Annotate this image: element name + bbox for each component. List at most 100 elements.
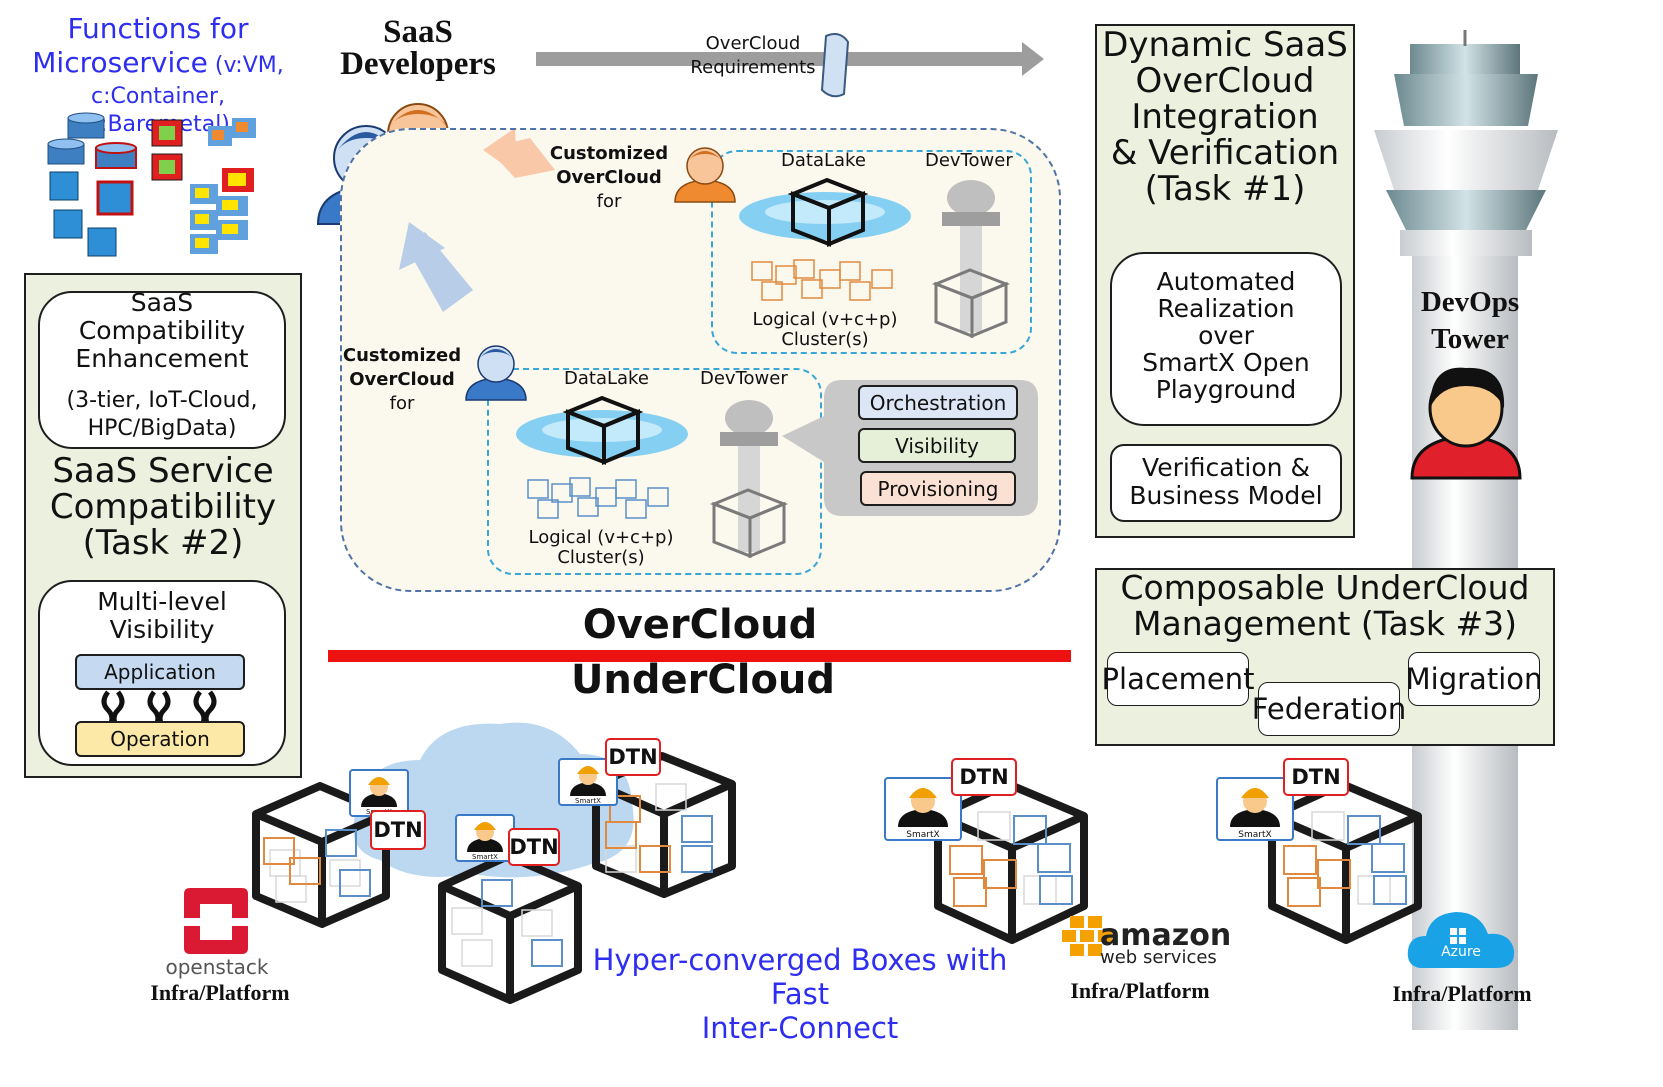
- lower-customized-label: Customized OverCloud for: [340, 344, 464, 416]
- lower-customized-line2: OverCloud: [349, 369, 455, 390]
- baremetal-icon: [151, 118, 256, 254]
- upper-logical-line1: Logical (v+c+p): [752, 309, 898, 330]
- task1-title-line-1: Dynamic SaaS: [1102, 25, 1348, 65]
- task2-title-line-1: SaaS Service: [52, 451, 274, 491]
- overcloud-label: OverCloud: [582, 602, 818, 648]
- openstack-wordmark: openstack: [165, 955, 269, 979]
- task3-title-line-2: Management (Task #3): [1133, 604, 1517, 643]
- saas-developers-line1: SaaS: [383, 14, 453, 50]
- smartx-label-2: SmartX: [472, 853, 498, 861]
- smartx-label-5: SmartX: [1238, 830, 1271, 840]
- task1-title-line-2: OverCloud: [1135, 61, 1315, 101]
- compat-enhancement-box: SaaS Compatibility Enhancement (3-tier, …: [38, 289, 286, 449]
- task1-title-line-5: (Task #1): [1144, 169, 1306, 209]
- visibility-line-1: Multi-level: [97, 587, 227, 616]
- application-box: Application: [75, 654, 245, 690]
- lower-devtower-icon: [709, 400, 789, 559]
- amazon-logo-line2: web services: [1100, 947, 1217, 968]
- azure-logo-icon: [1407, 912, 1515, 968]
- amazon-infra-label: Infra/Platform: [1070, 978, 1210, 1003]
- devops-tower-label: DevOps Tower: [1395, 284, 1545, 358]
- feedback-arrows: [399, 130, 555, 312]
- upper-cluster-icons: [751, 259, 893, 301]
- scroll-icon: [820, 33, 850, 98]
- microservice-icons: [47, 112, 256, 257]
- visibility-pill: Visibility: [858, 428, 1016, 463]
- dtn-badge-5: DTN: [1283, 758, 1349, 796]
- visibility-lines: Multi-level Visibility: [40, 588, 284, 644]
- openstack-infra-label: Infra/Platform: [150, 980, 290, 1005]
- visibility-line-2: Visibility: [109, 615, 215, 644]
- upper-datalake-label: DataLake: [781, 150, 866, 171]
- verification-line-2: Business Model: [1129, 481, 1323, 510]
- upper-customized-line1: Customized: [549, 143, 669, 164]
- automated-line-1: Automated: [1156, 267, 1296, 296]
- smartx-operator-icon-4: SmartX: [884, 777, 962, 841]
- task2-title: SaaS Service Compatibility (Task #2): [24, 453, 302, 561]
- hyperconverged-caption: Hyper-converged Boxes with Fast Inter-Co…: [580, 943, 1020, 1045]
- automated-line-4: SmartX Open: [1142, 348, 1310, 377]
- saas-developers-label: SaaS Developers: [318, 14, 518, 82]
- lower-logical-label: Logical (v+c+p) Cluster(s): [516, 528, 686, 568]
- upper-user-icon: [674, 147, 736, 203]
- automated-line-5: Playground: [1155, 375, 1297, 404]
- cloud-divider-line: [328, 650, 1071, 662]
- lower-devtower-label: DevTower: [700, 368, 788, 389]
- task3-title-line-1: Composable UnderCloud: [1120, 568, 1530, 607]
- orchestration-box: Orchestration: [858, 385, 1018, 420]
- dtn-badge-3: DTN: [605, 738, 661, 776]
- operation-box: Operation: [75, 721, 245, 757]
- compat-line-3: Enhancement: [75, 344, 249, 373]
- dtn-badge-1: DTN: [370, 810, 426, 850]
- upper-logical-label: Logical (v+c+p) Cluster(s): [740, 310, 910, 350]
- task1-title: Dynamic SaaS OverCloud Integration & Ver…: [1095, 27, 1355, 207]
- devops-user-icon: [1410, 367, 1522, 480]
- functions-title-line2-small: (v:VM,: [207, 53, 284, 78]
- azure-infra-label: Infra/Platform: [1392, 981, 1532, 1006]
- smartx-operator-icon-5: SmartX: [1216, 777, 1294, 841]
- lower-customized-line1: Customized: [342, 345, 462, 366]
- upper-customized-label: Customized OverCloud for: [548, 142, 670, 214]
- amazon-wordmark: amazon web services: [1100, 921, 1231, 969]
- task1-title-line-4: & Verification: [1110, 133, 1340, 173]
- federation-box: Federation: [1252, 682, 1406, 736]
- functions-title-line2: Microservice: [32, 46, 208, 79]
- lower-cluster-icons: [527, 477, 669, 519]
- overcloud-requirements-label: OverCloud Requirements: [683, 32, 823, 80]
- upper-customized-line3: for: [596, 191, 622, 212]
- lower-overcloud-zone: [487, 368, 822, 575]
- smartx-label-3: SmartX: [575, 797, 601, 805]
- compat-lines: SaaS Compatibility Enhancement: [40, 289, 284, 373]
- hyper-line1: Hyper-converged Boxes with Fast: [592, 943, 1008, 1011]
- undercloud-label: UnderCloud: [570, 657, 836, 703]
- lower-user-icon: [465, 345, 527, 401]
- placement-box: Placement: [1102, 652, 1254, 706]
- openstack-logo-icon: [182, 888, 250, 954]
- task2-title-line-3: (Task #2): [82, 523, 244, 563]
- lower-logical-line1: Logical (v+c+p): [528, 527, 674, 548]
- container-icon: [49, 171, 134, 257]
- provisioning-box: Provisioning: [860, 471, 1016, 506]
- hyperconverged-box-2: [438, 852, 582, 1004]
- automated-realization-box: Automated Realization over SmartX Open P…: [1110, 252, 1342, 426]
- task2-title-line-2: Compatibility: [49, 487, 277, 527]
- hyper-line2: Inter-Connect: [701, 1011, 899, 1045]
- upper-customized-line2: OverCloud: [556, 167, 662, 188]
- devops-line1: DevOps: [1420, 286, 1520, 318]
- verification-line-1: Verification &: [1142, 453, 1310, 482]
- lower-datalake-label: DataLake: [564, 368, 649, 389]
- functions-title-line1: Functions for: [67, 12, 249, 45]
- automated-line-2: Realization: [1157, 294, 1295, 323]
- requirements-arrow: [536, 33, 1044, 98]
- compat-detail-line-2: HPC/BigData): [87, 416, 237, 441]
- devops-line2: Tower: [1431, 323, 1509, 355]
- compat-line-1: SaaS: [130, 288, 194, 317]
- requirements-line2: Requirements: [690, 57, 816, 78]
- upper-logical-line2: Cluster(s): [781, 329, 869, 350]
- saas-developers-line2: Developers: [340, 46, 496, 82]
- smartx-label-4: SmartX: [906, 830, 939, 840]
- functions-title-line2-wrap: Microservice (v:VM,: [18, 46, 298, 83]
- smartx-operator-icon-3: SmartX: [558, 758, 618, 806]
- lower-datalake-icon: [516, 395, 688, 465]
- dtn-badge-2: DTN: [508, 828, 560, 866]
